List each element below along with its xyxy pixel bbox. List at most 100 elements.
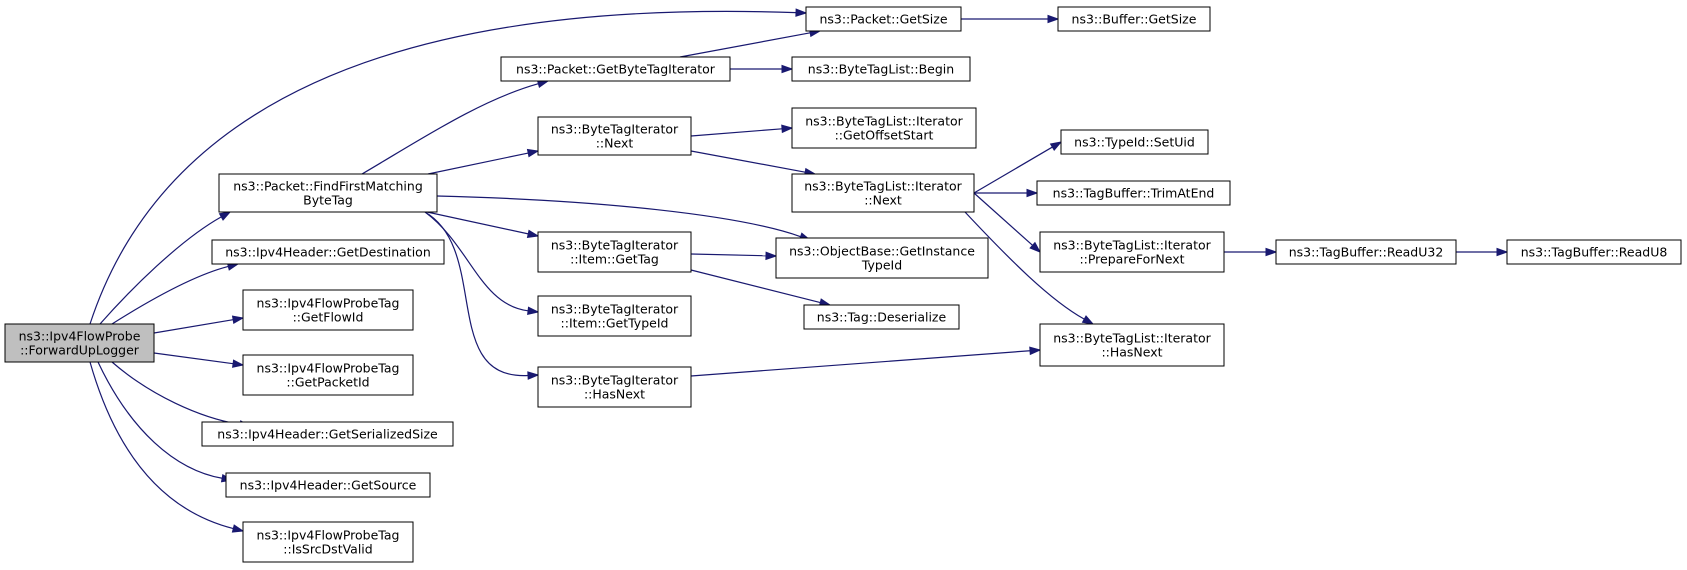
edge-pkt_getbtiter-to-btl_begin [730, 64, 794, 74]
call-graph-nodes: ns3::Ipv4FlowProbe::ForwardUpLoggerns3::… [4, 6, 1682, 563]
edge-btli_prepare-to-tagbuf_readu32 [1224, 247, 1278, 257]
edge-line [973, 146, 1053, 194]
edge-arrowhead [231, 315, 245, 324]
graph-node-bti-next[interactable]: ns3::ByteTagIterator::Next [537, 116, 692, 156]
edge-arrowhead [527, 306, 540, 316]
edge-root-to-fpt_getpacketid [153, 352, 245, 368]
edge-bti_next-to-btli_next [690, 150, 817, 177]
node-label: ns3::ByteTagList::Iterator [1053, 238, 1211, 253]
graph-node-bti-hasnext[interactable]: ns3::ByteTagIterator::HasNext [537, 366, 692, 408]
edge-arrowhead [781, 64, 794, 74]
graph-node-bti-item-gettag[interactable]: ns3::ByteTagIterator::Item::GetTag [537, 231, 692, 273]
edge-pkt_findfirst-to-bti_next [427, 148, 540, 175]
graph-node-btl-begin[interactable]: ns3::ByteTagList::Begin [791, 56, 971, 82]
graph-node-fpt-issrcdst[interactable]: ns3::Ipv4FlowProbeTag::IsSrcDstValid [242, 521, 414, 563]
graph-node-ipv4h-getsersize[interactable]: ns3::Ipv4Header::GetSerializedSize [201, 421, 454, 447]
node-box [803, 304, 960, 330]
graph-node-btli-hasnext[interactable]: ns3::ByteTagList::Iterator::HasNext [1039, 323, 1225, 367]
edge-arrowhead [232, 359, 245, 368]
graph-node-ipv4h-getdest[interactable]: ns3::Ipv4Header::GetDestination [211, 239, 445, 265]
edge-pkt_findfirst-to-bti_item_gettag [426, 211, 540, 238]
graph-node-bti-item-gettypeid[interactable]: ns3::ByteTagIterator::Item::GetTypeId [537, 295, 692, 337]
graph-node-ipv4h-getsource[interactable]: ns3::Ipv4Header::GetSource [225, 472, 431, 498]
edge-line [690, 350, 1031, 377]
node-label: ::Item::GetTag [570, 252, 659, 267]
node-box [791, 173, 975, 213]
node-label: ::Item::GetTypeId [561, 316, 669, 331]
node-label: ns3::Ipv4FlowProbeTag [257, 296, 400, 311]
edge-bti_item_gettag-to-objbase_getinst [690, 251, 778, 261]
edge-line [111, 265, 229, 325]
edge-line [690, 269, 821, 304]
edge-arrowhead [526, 148, 540, 158]
edge-line [361, 83, 539, 175]
node-box [537, 366, 692, 408]
node-box [1057, 6, 1211, 32]
edge-arrowhead [1265, 247, 1278, 257]
edge-arrowhead [1029, 346, 1042, 356]
edge-line [690, 128, 783, 137]
node-label: ns3::ByteTagIterator [551, 122, 679, 137]
node-label: ns3::Ipv4Header::GetSource [240, 478, 417, 493]
node-label: ns3::Ipv4FlowProbeTag [257, 528, 400, 543]
graph-node-buf-getsize[interactable]: ns3::Buffer::GetSize [1057, 6, 1211, 32]
node-label: ::IsSrcDstValid [283, 542, 372, 557]
node-label: ns3::Ipv4FlowProbeTag [257, 361, 400, 376]
edge-line [153, 319, 234, 334]
node-label: ns3::TypeId::SetUid [1074, 135, 1195, 150]
edge-arrowhead [527, 371, 540, 380]
edge-btli_next-to-tagbuf_trim [974, 188, 1039, 198]
edge-line [89, 10, 797, 325]
node-label: ::GetPacketId [286, 375, 369, 390]
node-box [500, 56, 731, 82]
node-label: TypeId [861, 258, 902, 273]
node-label: ns3::ByteTagIterator [551, 302, 679, 317]
edge-bti_item_gettag-to-tag_deser [690, 269, 832, 307]
edge-pkt_findfirst-to-bti_item_gettypeid [424, 211, 540, 316]
graph-node-tag-deser[interactable]: ns3::Tag::Deserialize [803, 304, 960, 330]
edge-pkt_findfirst-to-pkt_getbtiter [361, 79, 550, 175]
node-box [201, 421, 454, 447]
node-box [537, 231, 692, 273]
edge-line [690, 253, 767, 257]
node-label: ns3::ByteTagList::Begin [808, 62, 954, 77]
node-label: ns3::Buffer::GetSize [1072, 12, 1197, 27]
edge-arrowhead [231, 524, 245, 533]
graph-node-pkt-getbtiter[interactable]: ns3::Packet::GetByteTagIterator [500, 56, 731, 82]
node-box [211, 239, 445, 265]
node-label: ::HasNext [584, 387, 645, 402]
graph-node-fpt-getflowid[interactable]: ns3::Ipv4FlowProbeTag::GetFlowId [242, 289, 414, 331]
graph-node-typeid-setuid[interactable]: ns3::TypeId::SetUid [1060, 129, 1209, 155]
edge-line [679, 32, 811, 58]
node-label: ns3::Packet::FindFirstMatching [233, 179, 423, 194]
edge-line [111, 361, 241, 426]
graph-node-btli-getoffsetstart[interactable]: ns3::ByteTagList::Iterator::GetOffsetSta… [791, 107, 977, 149]
edge-root-to-fpt_getflowid [153, 315, 245, 334]
node-box [4, 323, 155, 363]
graph-node-btli-prepare[interactable]: ns3::ByteTagList::Iterator::PrepareForNe… [1039, 231, 1225, 273]
graph-node-tagbuf-readu32[interactable]: ns3::TagBuffer::ReadU32 [1275, 239, 1457, 265]
node-box [791, 56, 971, 82]
edge-pkt_getsize-to-buf_getsize [961, 14, 1060, 24]
node-box [537, 116, 692, 156]
graph-node-tagbuf-readu8[interactable]: ns3::TagBuffer::ReadU8 [1506, 239, 1682, 265]
node-label: ns3::ByteTagList::Iterator [1053, 331, 1211, 346]
graph-node-tagbuf-trim[interactable]: ns3::TagBuffer::TrimAtEnd [1036, 180, 1231, 206]
node-label: ::GetFlowId [293, 310, 364, 325]
edge-arrowhead [1026, 188, 1039, 198]
edge-arrowhead [218, 211, 232, 221]
edge-btli_next-to-btli_prepare [973, 192, 1042, 253]
edge-arrowhead [1049, 141, 1063, 152]
graph-node-fpt-getpacketid[interactable]: ns3::Ipv4FlowProbeTag::GetPacketId [242, 354, 414, 396]
edge-arrowhead [795, 8, 808, 17]
edge-arrowhead [765, 251, 778, 261]
graph-node-btli-next[interactable]: ns3::ByteTagList::Iterator::Next [791, 173, 975, 213]
node-label: ns3::Packet::GetByteTagIterator [516, 62, 716, 77]
edge-line [89, 361, 234, 530]
edge-bti_hasnext-to-btli_hasnext [690, 346, 1042, 377]
node-box [1039, 323, 1225, 367]
edge-arrowhead [1047, 14, 1060, 24]
graph-node-pkt-getsize[interactable]: ns3::Packet::GetSize [805, 6, 962, 32]
